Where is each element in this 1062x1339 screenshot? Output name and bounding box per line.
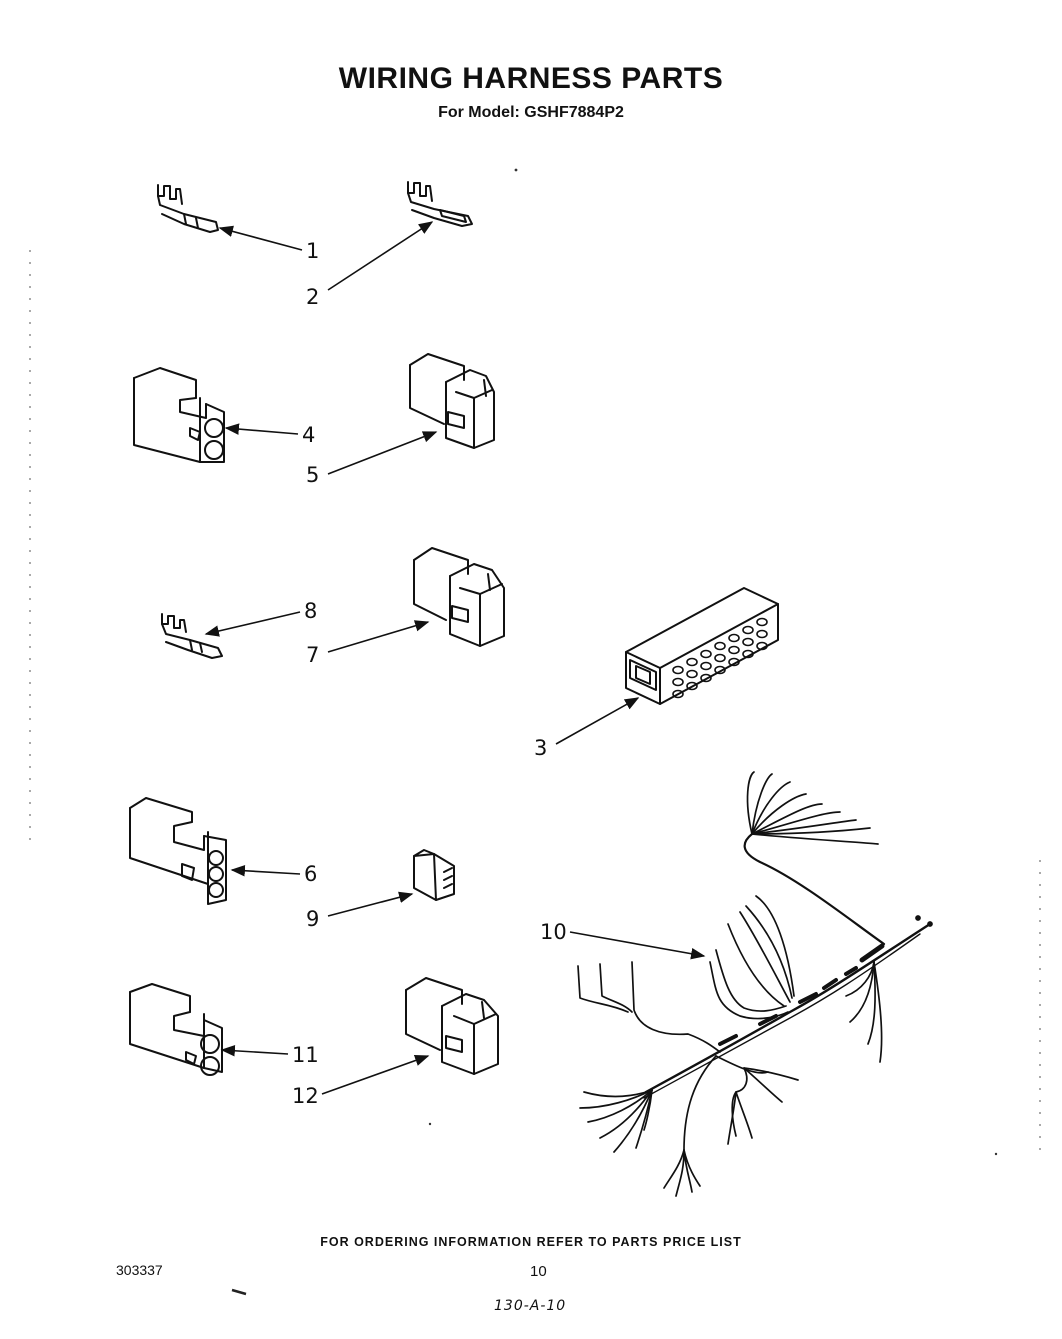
scan-specks xyxy=(231,168,998,1296)
part-6-three-way-plug xyxy=(129,797,227,905)
callout-labels: 1 2 4 5 8 7 3 6 9 10 11 12 xyxy=(292,239,567,1108)
leader-3 xyxy=(555,697,640,745)
leader-6 xyxy=(230,865,301,877)
scan-edge-marks xyxy=(29,250,1041,1160)
part-1-male-terminal xyxy=(157,184,219,233)
leader-8 xyxy=(204,611,301,637)
callout-3: 3 xyxy=(534,736,547,760)
callout-8: 8 xyxy=(304,599,317,623)
leader-lines xyxy=(204,221,706,1095)
leader-2 xyxy=(327,221,434,291)
part-2-female-terminal xyxy=(407,181,473,227)
handwritten-note: 130-A-10 xyxy=(494,1298,567,1314)
part-3-cavities xyxy=(672,617,768,699)
leader-11 xyxy=(220,1045,289,1057)
leader-7 xyxy=(327,620,430,653)
leader-5 xyxy=(327,431,438,475)
callout-5: 5 xyxy=(306,463,319,487)
callout-7: 7 xyxy=(306,643,319,667)
part-3-multi-way-block xyxy=(625,587,779,705)
document-number: 303337 xyxy=(116,1262,163,1278)
callout-10: 10 xyxy=(540,920,567,944)
part-9-small-insert xyxy=(413,849,455,901)
callout-11: 11 xyxy=(292,1043,319,1067)
callout-2: 2 xyxy=(306,285,319,309)
callout-9: 9 xyxy=(306,907,319,931)
model-subtitle: For Model: GSHF7884P2 xyxy=(438,104,624,121)
leader-9 xyxy=(327,891,414,917)
ordering-note: FOR ORDERING INFORMATION REFER TO PARTS … xyxy=(320,1235,742,1249)
page-title: WIRING HARNESS PARTS xyxy=(338,62,724,95)
page-number: 10 xyxy=(530,1263,547,1280)
callout-12: 12 xyxy=(292,1084,319,1108)
leader-4 xyxy=(224,423,299,435)
leader-12 xyxy=(321,1054,430,1095)
part-11-two-way-plug xyxy=(129,983,223,1076)
part-4-two-way-plug xyxy=(133,367,225,463)
part-12-two-way-receptacle xyxy=(405,977,499,1075)
part-7-two-way-receptacle xyxy=(413,547,505,647)
callout-6: 6 xyxy=(304,862,317,886)
callout-4: 4 xyxy=(302,423,315,447)
callout-1: 1 xyxy=(306,239,319,263)
part-5-two-way-receptacle xyxy=(409,353,495,449)
part-10-wiring-harness xyxy=(577,771,933,1197)
part-8-small-terminal xyxy=(161,613,223,659)
leader-1 xyxy=(218,225,303,251)
leader-10 xyxy=(569,931,706,960)
